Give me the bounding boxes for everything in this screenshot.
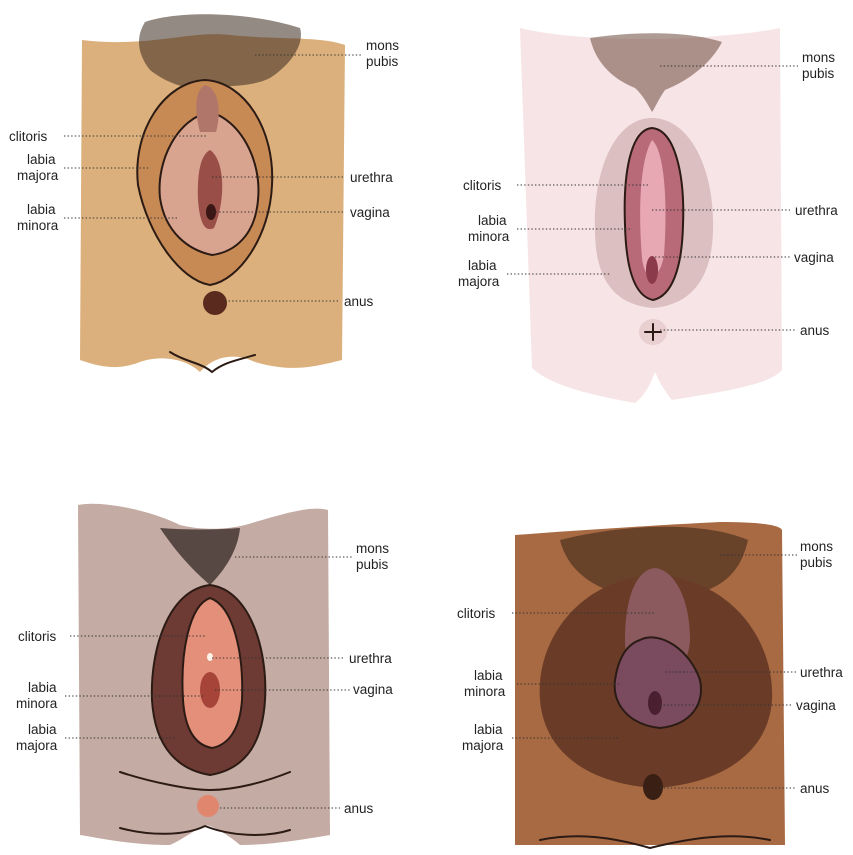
diagram-4-vagina-opening — [648, 691, 662, 715]
diagram-3-label-mons: mons — [356, 541, 389, 556]
diagram-3-label-labia-minora-1: labia — [28, 680, 57, 695]
diagram-2-label-labia-majora-2: majora — [458, 274, 500, 289]
diagram-3-label-pubis: pubis — [356, 557, 389, 572]
diagram-4-label-labia-majora-1: labia — [474, 722, 503, 737]
diagram-2-label-labia-minora-2: minora — [468, 229, 510, 244]
diagram-1-label-pubis: pubis — [366, 54, 399, 69]
diagram-1-label-labia-majora-1: labia — [27, 152, 56, 167]
diagram-4-anus — [643, 774, 663, 800]
diagram-2-label-vagina: vagina — [794, 250, 834, 265]
diagram-4-label-pubis: pubis — [800, 555, 833, 570]
diagram-4-label-urethra: urethra — [800, 665, 843, 680]
diagram-3-label-vagina: vagina — [353, 682, 393, 697]
diagram-4: mons pubis clitoris urethra labia minora… — [457, 522, 843, 848]
diagram-1-label-labia-minora-1: labia — [27, 202, 56, 217]
diagram-3: mons pubis clitoris urethra vagina labia… — [16, 504, 393, 845]
diagram-1-label-urethra: urethra — [350, 170, 393, 185]
diagram-4-label-clitoris: clitoris — [457, 606, 496, 621]
diagram-3-label-clitoris: clitoris — [18, 629, 57, 644]
diagram-1-label-anus: anus — [344, 294, 374, 309]
diagram-1-vagina-opening — [206, 204, 216, 220]
diagram-2-label-labia-majora-1: labia — [468, 258, 497, 273]
diagram-1-label-labia-minora-2: minora — [17, 218, 59, 233]
diagram-2-label-pubis: pubis — [802, 66, 835, 81]
diagram-1-label-mons: mons — [366, 38, 399, 53]
diagram-2-label-clitoris: clitoris — [463, 178, 502, 193]
diagram-2-label-labia-minora-1: labia — [478, 213, 507, 228]
diagram-3-label-anus: anus — [344, 801, 374, 816]
diagram-4-label-labia-majora-2: majora — [462, 738, 504, 753]
diagram-2-label-urethra: urethra — [795, 203, 838, 218]
diagram-2-vagina-opening — [646, 256, 658, 284]
diagram-1-label-vagina: vagina — [350, 205, 390, 220]
diagram-3-vagina-opening — [200, 672, 220, 708]
diagram-3-label-labia-minora-2: minora — [16, 696, 58, 711]
diagram-1-label-labia-majora-2: majora — [17, 168, 59, 183]
diagram-1-anus — [203, 291, 227, 315]
diagram-4-label-labia-minora-2: minora — [464, 684, 506, 699]
diagram-4-label-mons: mons — [800, 539, 833, 554]
diagram-4-label-anus: anus — [800, 781, 830, 796]
diagram-3-anus — [197, 795, 219, 817]
diagram-3-label-urethra: urethra — [349, 651, 392, 666]
diagram-2: mons pubis clitoris urethra labia minora… — [458, 28, 838, 403]
diagram-3-urethra-dot — [207, 653, 213, 661]
diagram-4-label-vagina: vagina — [796, 698, 836, 713]
diagram-3-label-labia-majora-1: labia — [28, 722, 57, 737]
diagram-2-label-mons: mons — [802, 50, 835, 65]
diagram-1: mons pubis clitoris labia majora urethra… — [9, 14, 399, 372]
diagram-3-label-labia-majora-2: majora — [16, 738, 58, 753]
diagram-4-label-labia-minora-1: labia — [474, 668, 503, 683]
diagram-1-label-clitoris: clitoris — [9, 129, 48, 144]
diagram-2-label-anus: anus — [800, 323, 830, 338]
